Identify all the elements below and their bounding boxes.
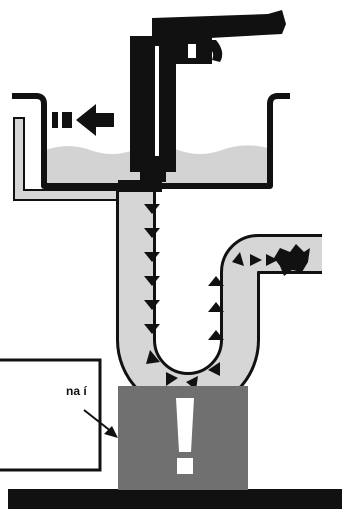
callout-pointer-line [83,409,113,433]
arrow-left-icon [52,104,114,136]
clog-icon [274,244,310,276]
callout-text: na í [66,384,87,398]
plunger-gun-icon [130,10,286,182]
drain-opening [118,180,162,192]
callout-box [0,358,102,472]
callout-pointer-head [104,426,118,438]
warning-exclamation-icon [176,398,194,474]
floor-bar [8,489,342,509]
flow-markers [144,204,278,390]
